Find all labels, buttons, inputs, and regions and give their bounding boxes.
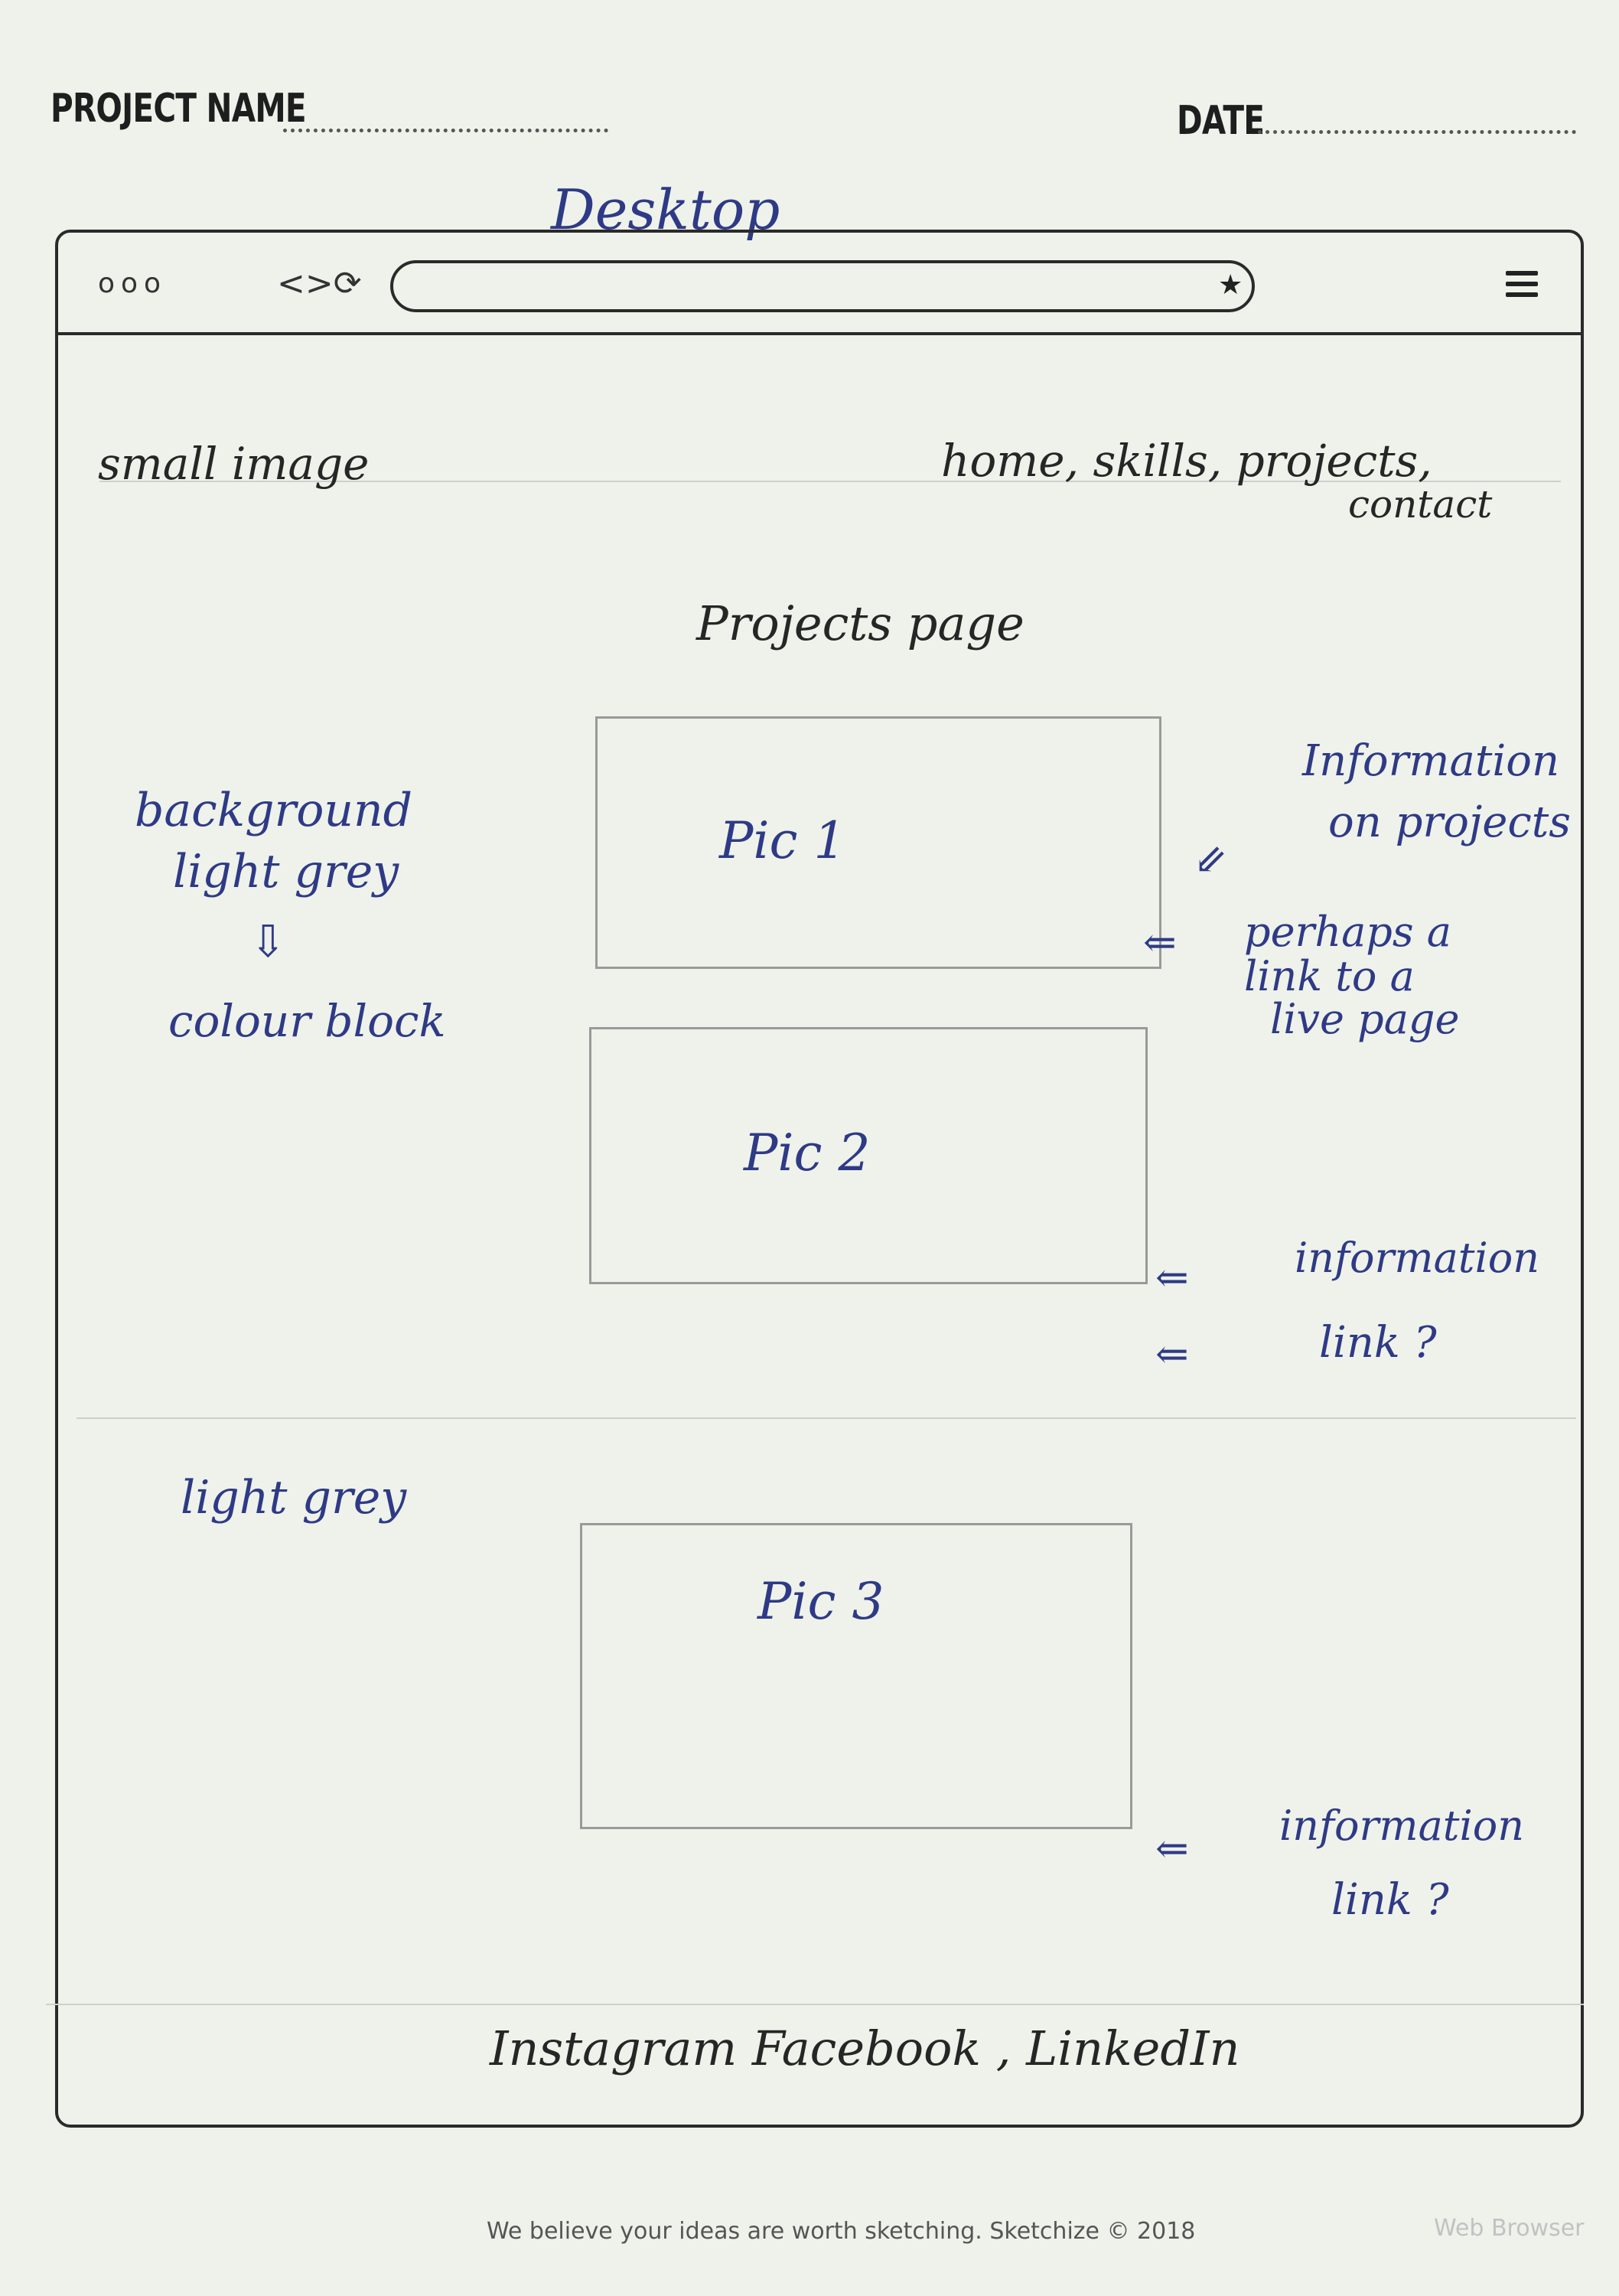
web-browser-label: Web Browser — [1434, 2215, 1585, 2242]
live-page-note: live page — [1270, 995, 1460, 1043]
nav-arrows-icon: <>⟳ — [277, 264, 362, 303]
colour-block-note: colour block — [168, 995, 446, 1047]
light-grey-section-note: light grey — [181, 1471, 407, 1525]
footer-divider — [46, 2004, 1584, 2005]
bookmark-star-icon: ★ — [1218, 269, 1243, 301]
nav-links-note: home, skills, projects, — [941, 435, 1432, 487]
address-bar — [390, 260, 1255, 312]
browser-frame — [55, 230, 1584, 2128]
header-divider — [99, 481, 1561, 482]
projects-page-title: Projects page — [696, 595, 1024, 651]
pic-2-link-note: link ? — [1319, 1318, 1437, 1368]
window-dots-icon: ooo — [98, 268, 168, 299]
small-image-note: small image — [98, 438, 370, 490]
browser-toolbar — [55, 230, 1584, 335]
sketchize-tagline: We believe your ideas are worth sketchin… — [487, 2218, 1196, 2245]
pic-2-information-note: information — [1295, 1234, 1540, 1282]
pic-3-label: Pic 3 — [757, 1572, 884, 1631]
diagonal-arrow-icon: ⇙ — [1194, 837, 1227, 883]
pic-3-link-note: link ? — [1331, 1875, 1449, 1925]
pic-3-box — [580, 1523, 1132, 1829]
nav-contact-note: contact — [1348, 482, 1493, 527]
pic-2-label: Pic 2 — [744, 1124, 871, 1182]
information-note: Information — [1302, 736, 1560, 786]
down-arrow-icon: ⇩ — [249, 915, 287, 967]
project-name-line — [283, 129, 608, 132]
link-to-note: link to a — [1244, 952, 1415, 1000]
date-line — [1258, 130, 1576, 134]
date-label: DATE — [1177, 98, 1265, 144]
background-note: background — [135, 784, 413, 837]
pic-1-label: Pic 1 — [719, 811, 846, 870]
pic-2-box — [589, 1027, 1148, 1284]
left-arrow-icon: ⇐ — [1155, 1826, 1189, 1872]
pic-1-box — [595, 716, 1161, 969]
on-projects-note: on projects — [1328, 797, 1572, 847]
left-arrow-icon: ⇐ — [1155, 1255, 1189, 1301]
project-name-label: PROJECT NAME — [50, 86, 307, 132]
social-links-note: Instagram Facebook , LinkedIn — [490, 2020, 1240, 2076]
section-divider — [77, 1417, 1576, 1419]
hamburger-menu-icon — [1506, 271, 1538, 303]
left-arrow-icon: ⇐ — [1155, 1332, 1189, 1378]
perhaps-link-note: perhaps a — [1244, 908, 1451, 956]
light-grey-note: light grey — [173, 845, 399, 899]
pic-3-information-note: information — [1279, 1802, 1525, 1850]
left-arrow-icon: ⇐ — [1143, 920, 1177, 966]
